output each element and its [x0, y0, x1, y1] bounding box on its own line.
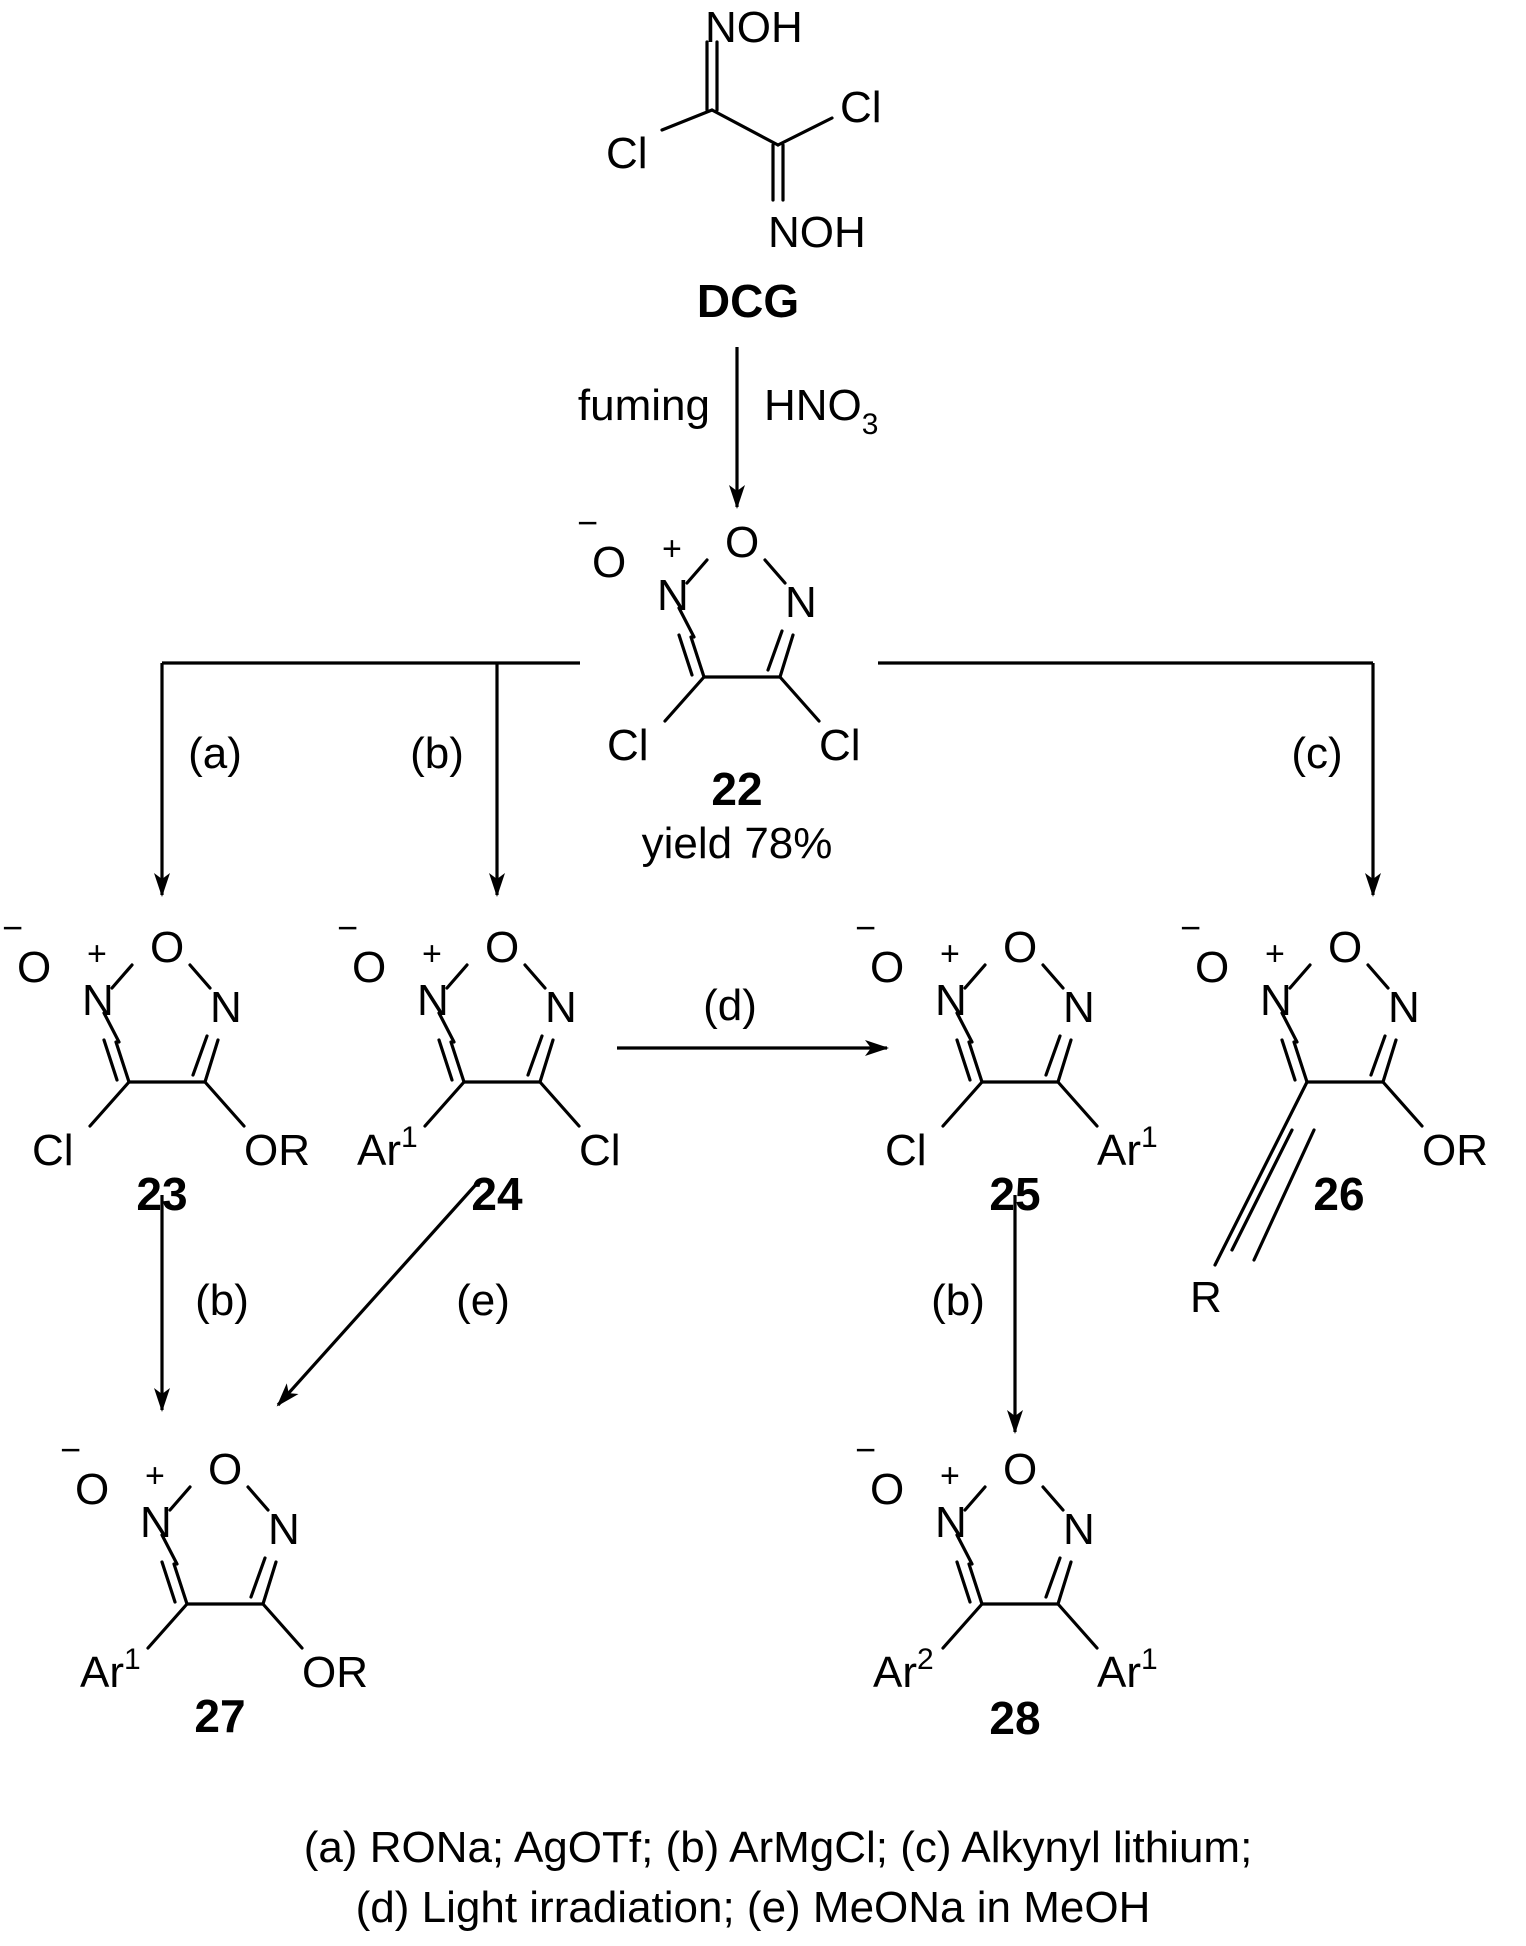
- dcg-structure: NOH NOH Cl Cl DCG: [606, 3, 882, 327]
- compound-label: 28: [989, 1692, 1040, 1744]
- n-plus: N: [935, 1498, 967, 1547]
- n-plus: N: [657, 571, 689, 620]
- ring-nitrogen: N: [1063, 983, 1095, 1032]
- alkyne-r-group: R: [1190, 1273, 1222, 1322]
- arrow-e-24-to-27: [276, 1178, 482, 1407]
- plus-charge: +: [662, 530, 682, 568]
- compound-24: O − N + O N Ar1 Cl 24: [337, 907, 621, 1220]
- minus-charge: −: [855, 1429, 876, 1470]
- furoxan-ring: O − N + O N: [2, 907, 242, 1084]
- ring-oxygen: O: [208, 1445, 242, 1494]
- substituent-right: OR: [1422, 1126, 1488, 1175]
- substituent-left: Cl: [32, 1126, 74, 1175]
- substituent-right: OR: [244, 1126, 310, 1175]
- ring-nitrogen: N: [545, 983, 577, 1032]
- ring-nitrogen: N: [1388, 983, 1420, 1032]
- compound-label: 27: [194, 1690, 245, 1742]
- ring-oxygen: O: [1003, 1445, 1037, 1494]
- o-minus: O: [1195, 943, 1229, 992]
- condition-a-label: (a): [188, 729, 242, 778]
- footnote-line-1: (a) RONa; AgOTf; (b) ArMgCl; (c) Alkynyl…: [304, 1823, 1253, 1872]
- substituent-left: Cl: [885, 1126, 927, 1175]
- plus-charge: +: [422, 935, 442, 973]
- o-minus: O: [17, 943, 51, 992]
- ring-nitrogen: N: [1063, 1505, 1095, 1554]
- n-plus: N: [140, 1498, 172, 1547]
- condition-e-label: (e): [456, 1276, 510, 1325]
- compound-23: O − N + O N Cl OR 23: [2, 907, 310, 1220]
- substituent-right: Ar1: [1097, 1121, 1158, 1175]
- compound-label: 24: [471, 1168, 523, 1220]
- ring-oxygen: O: [1328, 923, 1362, 972]
- n-plus: N: [82, 976, 114, 1025]
- dcg-top-noh: NOH: [705, 3, 803, 52]
- plus-charge: +: [1265, 935, 1285, 973]
- substituent-right: Ar1: [1097, 1643, 1158, 1697]
- condition-b-label-25: (b): [931, 1276, 985, 1325]
- minus-charge: −: [1180, 907, 1201, 948]
- compound-27: O − N + O N Ar1 OR 27: [60, 1429, 368, 1742]
- alkyne-bond: [1213, 1080, 1316, 1267]
- furoxan-ring: O − N + O N: [60, 1429, 300, 1606]
- furoxan-ring: O − N + O N: [1180, 907, 1420, 1084]
- substituent-right: OR: [302, 1648, 368, 1697]
- ring-nitrogen: N: [210, 983, 242, 1032]
- ring-oxygen: O: [150, 923, 184, 972]
- compound-label: 26: [1313, 1168, 1364, 1220]
- footnote-line-2: (d) Light irradiation; (e) MeONa in MeOH: [356, 1883, 1151, 1932]
- step1-hno3: HNO3: [764, 381, 878, 441]
- condition-b-label-23: (b): [195, 1276, 249, 1325]
- n-plus: N: [935, 976, 967, 1025]
- plus-charge: +: [940, 935, 960, 973]
- substituent-right: Cl: [819, 721, 861, 770]
- o-minus: O: [75, 1465, 109, 1514]
- substituent-left: Ar1: [80, 1643, 141, 1697]
- compound-26: O − N + O N R OR 26: [1180, 907, 1488, 1322]
- plus-charge: +: [940, 1457, 960, 1495]
- minus-charge: −: [855, 907, 876, 948]
- ring-nitrogen: N: [785, 578, 817, 627]
- plus-charge: +: [87, 935, 107, 973]
- furoxan-ring: O − N + O N: [577, 502, 817, 679]
- o-minus: O: [592, 538, 626, 587]
- ring-oxygen: O: [725, 518, 759, 567]
- minus-charge: −: [60, 1429, 81, 1470]
- n-plus: N: [417, 976, 449, 1025]
- minus-charge: −: [337, 907, 358, 948]
- substituent-left: Cl: [607, 721, 649, 770]
- n-plus: N: [1260, 976, 1292, 1025]
- dcg-left-cl: Cl: [606, 129, 648, 178]
- o-minus: O: [870, 943, 904, 992]
- dcg-bottom-noh: NOH: [768, 208, 866, 257]
- furoxan-ring: O − N + O N: [855, 907, 1095, 1084]
- ring-oxygen: O: [1003, 923, 1037, 972]
- substituent-left: Ar2: [873, 1643, 934, 1697]
- yield-text: yield 78%: [642, 819, 833, 868]
- compound-label: 22: [711, 763, 762, 815]
- furoxan-ring: O − N + O N: [337, 907, 577, 1084]
- condition-b-label: (b): [410, 729, 464, 778]
- compound-28: O − N + O N Ar2 Ar1 28: [855, 1429, 1158, 1744]
- compound-22: O − N + O N Cl Cl 22 yield 78%: [577, 502, 861, 868]
- condition-d-label: (d): [703, 981, 757, 1030]
- minus-charge: −: [577, 502, 598, 543]
- substituent-left: Ar1: [357, 1121, 418, 1175]
- ring-oxygen: O: [485, 923, 519, 972]
- o-minus: O: [352, 943, 386, 992]
- plus-charge: +: [145, 1457, 165, 1495]
- ring-nitrogen: N: [268, 1505, 300, 1554]
- dcg-right-cl: Cl: [840, 83, 882, 132]
- dcg-label: DCG: [697, 275, 799, 327]
- condition-c-label: (c): [1291, 729, 1342, 778]
- minus-charge: −: [2, 907, 23, 948]
- compound-25: O − N + O N Cl Ar1 25: [855, 907, 1158, 1220]
- o-minus: O: [870, 1465, 904, 1514]
- furoxan-ring: O − N + O N: [855, 1429, 1095, 1606]
- step1-fuming: fuming: [578, 381, 710, 430]
- substituent-right: Cl: [579, 1126, 621, 1175]
